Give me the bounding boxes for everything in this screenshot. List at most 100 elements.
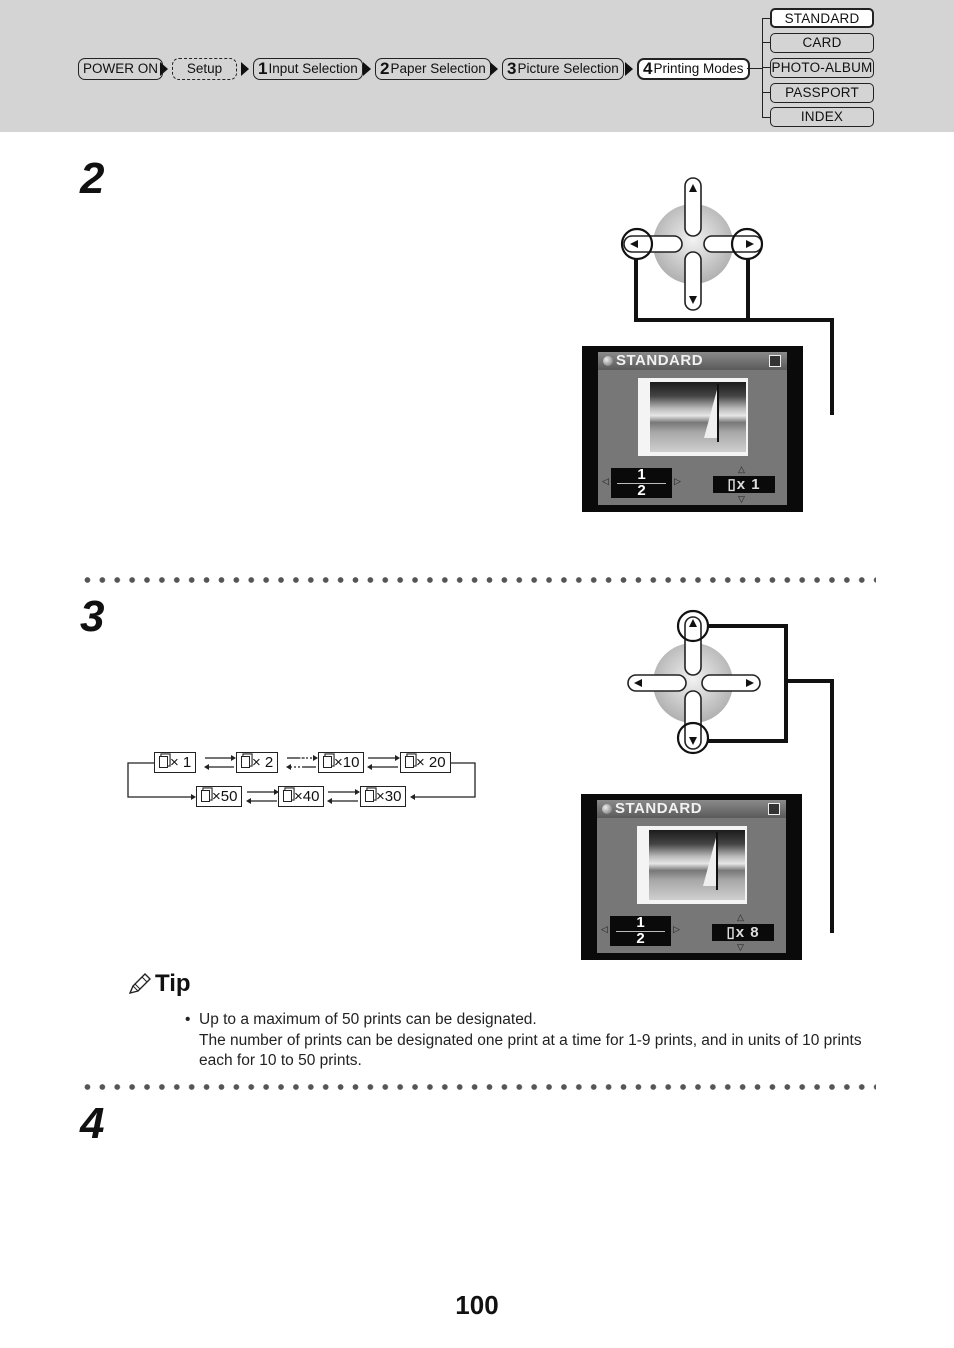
lcd-title: STANDARD <box>615 800 703 817</box>
connector-line <box>747 68 762 69</box>
lcd-title-bar: STANDARD <box>597 800 786 818</box>
step-number-4: 4 <box>80 1099 105 1148</box>
bullet: • <box>185 1011 191 1028</box>
up-arrow-icon <box>689 184 697 192</box>
tip-title: Tip <box>155 970 191 997</box>
page-number: 100 <box>455 1290 499 1320</box>
step-number: 4 <box>643 59 653 78</box>
photo-image <box>649 830 745 900</box>
copies-icon: ▯ <box>726 924 736 941</box>
dpad-right-button <box>701 674 761 692</box>
print-icon <box>365 790 374 802</box>
step-number-3: 3 <box>80 592 105 641</box>
lcd-title: STANDARD <box>616 352 704 369</box>
down-arrow-icon: ▽ <box>738 494 745 504</box>
right-arrow-icon: ▷ <box>674 476 681 486</box>
mode-standard: STANDARD <box>770 8 874 28</box>
down-arrow-icon: ▽ <box>737 942 744 952</box>
step-number: 1 <box>258 59 268 78</box>
mode-card: CARD <box>770 33 874 53</box>
step-label: Picture Selection <box>517 61 619 76</box>
picture-icon <box>768 803 780 815</box>
power-on-label: POWER ON <box>83 61 159 76</box>
flow-box-x30: ×30 <box>360 786 407 807</box>
print-icon <box>405 756 414 768</box>
flow-label: × 1 <box>170 754 192 771</box>
left-arrow-icon: ◁ <box>601 924 608 934</box>
mode-tick <box>762 117 770 118</box>
breadcrumb-setup: Setup <box>172 58 237 80</box>
pointer-line <box>786 679 834 933</box>
flow-box-x10: ×10 <box>318 752 365 773</box>
pointer-line <box>634 259 834 415</box>
copies-flow-connectors: ⋯ <box>127 753 476 804</box>
flow-label: ×40 <box>294 788 320 805</box>
flow-label: ×50 <box>212 788 238 805</box>
up-arrow-icon: △ <box>737 912 744 922</box>
left-arrow-icon <box>634 679 642 687</box>
page-total: 2 <box>637 482 646 499</box>
down-arrow-icon <box>689 296 697 304</box>
breadcrumb-power-on: POWER ON <box>78 58 164 80</box>
step-label: Printing Modes <box>653 61 744 76</box>
lcd-inner: STANDARD ◁ 1 2 ▷ △ ▯x 8 ▽ <box>597 800 786 953</box>
flow-label: × 20 <box>416 754 446 771</box>
dpad-diagram-up-down <box>627 609 834 933</box>
up-arrow-icon <box>689 619 697 627</box>
lcd-inner: STANDARD ◁ 1 2 ▷ △ ▯x 1 ▽ <box>598 352 787 505</box>
mode-tick <box>762 18 770 19</box>
lcd-screen-step3: STANDARD ◁ 1 2 ▷ △ ▯x 8 ▽ <box>581 794 802 960</box>
flow-box-x50: ×50 <box>196 786 243 807</box>
photo-image <box>650 382 746 452</box>
photo-sail <box>704 386 718 438</box>
page-divider <box>617 483 666 484</box>
photo-thumbnail <box>638 378 748 456</box>
flow-box-x20: × 20 <box>400 752 451 773</box>
breadcrumb-arrow-icon <box>625 62 633 76</box>
bulb-icon <box>603 356 613 366</box>
mode-index: INDEX <box>770 107 874 127</box>
page-current: 1 <box>636 914 645 931</box>
right-arrow-icon <box>746 240 754 248</box>
page-total: 2 <box>636 930 645 947</box>
right-arrow-icon <box>746 679 754 687</box>
flow-box-x40: ×40 <box>278 786 325 807</box>
tip-line-2: The number of prints can be designated o… <box>199 1031 862 1070</box>
svg-text:⋯: ⋯ <box>296 753 306 764</box>
breadcrumb-arrow-icon <box>363 62 371 76</box>
photo-sail <box>703 834 717 886</box>
copies-icon: ▯ <box>727 476 737 493</box>
page-indicator: 1 2 <box>611 466 672 499</box>
setup-label: Setup <box>186 61 223 76</box>
breadcrumb-arrow-icon <box>160 62 168 76</box>
step-label: Paper Selection <box>390 61 486 76</box>
dpad-center <box>653 643 733 723</box>
dpad-up-button <box>684 616 702 676</box>
copies-value: x 1 <box>736 476 761 493</box>
step-label: Input Selection <box>268 61 358 76</box>
dpad-up-button <box>684 177 702 237</box>
photo-mast <box>717 384 719 442</box>
mode-passport: PASSPORT <box>770 83 874 103</box>
dotted-divider <box>80 577 876 583</box>
flow-label: ×10 <box>334 754 360 771</box>
dpad-down-button <box>684 690 702 750</box>
flow-label: × 2 <box>252 754 274 771</box>
page-current: 1 <box>637 466 646 483</box>
bulb-icon <box>602 804 612 814</box>
print-icon <box>323 756 332 768</box>
copies-value: x 8 <box>735 924 760 941</box>
pencil-icon <box>128 973 151 995</box>
dpad-left-button <box>627 674 687 692</box>
step-number-2: 2 <box>80 154 105 203</box>
step-number: 2 <box>380 59 390 78</box>
copies-counter: ▯x 8 <box>712 924 774 941</box>
lcd-screen-step2: STANDARD ◁ 1 2 ▷ △ ▯x 1 ▽ <box>582 346 803 512</box>
dotted-divider <box>80 1084 876 1090</box>
left-arrow-icon: ◁ <box>602 476 609 486</box>
mode-tick <box>762 67 770 68</box>
